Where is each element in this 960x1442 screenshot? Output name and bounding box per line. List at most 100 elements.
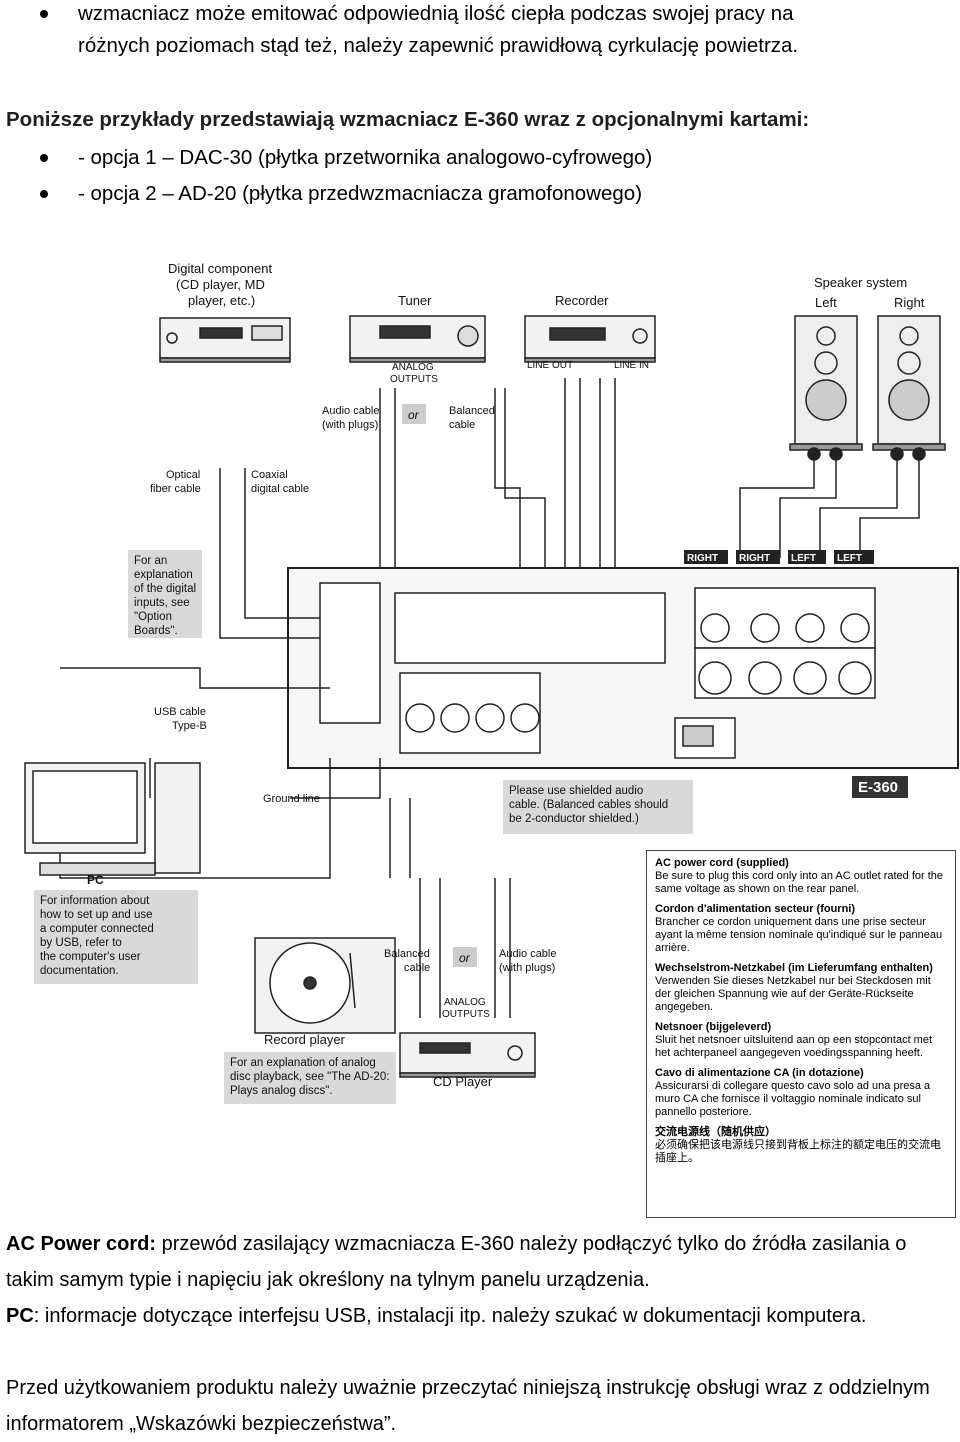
bullet-icon	[40, 10, 48, 18]
audio-cable-label: Audio cable	[322, 405, 380, 417]
option-boards-note: For an explanation of the digital inputs…	[128, 550, 202, 638]
audio-cable-2-label: (with plugs)	[499, 962, 555, 974]
tuner-label: Tuner	[398, 293, 432, 308]
note-line: documentation.	[40, 965, 119, 977]
note-line: For an explanation of analog	[230, 1057, 376, 1069]
e360-badge	[852, 776, 908, 798]
note-line: disc playback, see "The AD-20:	[230, 1071, 390, 1083]
legend-block-fr: Cordon d'alimentation secteur (fourni) B…	[655, 903, 947, 955]
usb-cable-label: USB cable	[154, 706, 206, 718]
speaker-right	[872, 315, 946, 451]
ground-line-label: Ground line	[263, 793, 320, 805]
balanced-cable-2-label: cable	[404, 962, 430, 974]
legend-heading: Wechselstrom-Netzkabel (im Lieferumfang …	[655, 962, 933, 974]
line-in-label: LINE IN	[614, 360, 649, 371]
pc-label-bold: PC	[6, 1305, 34, 1327]
note-line: how to set up and use	[40, 909, 153, 921]
pc-device	[24, 762, 201, 876]
digital-component-device	[159, 317, 291, 363]
legend-body: Be sure to plug this cord only into an A…	[655, 870, 944, 895]
bullet-icon	[40, 190, 48, 198]
coaxial-cable-label: digital cable	[251, 483, 309, 495]
terminal-label: LEFT	[837, 553, 862, 564]
option-1-text: - opcja 1 – DAC-30 (płytka przetwornika …	[78, 146, 653, 169]
speaker-system-label: Speaker system	[814, 275, 907, 290]
legend-heading: 交流电源线（随机供应）	[655, 1126, 776, 1138]
note-line: cable. (Balanced cables should	[509, 799, 669, 811]
e360-label: E-360	[858, 779, 898, 796]
note-line: Plays analog discs".	[230, 1085, 333, 1097]
audio-cable-2-label: Audio cable	[499, 948, 557, 960]
intro-heading: Poniższe przykłady przedstawiają wzmacni…	[6, 102, 809, 138]
amplifier-rear-panel	[287, 567, 959, 769]
analog-outputs-label: ANALOG	[392, 362, 434, 373]
legend-block-zh: 交流电源线（随机供应） 必须确保把该电源线只接到背板上标注的额定电压的交流电插座…	[655, 1126, 947, 1165]
final-text: Przed użytkowaniem produktu należy uważn…	[6, 1377, 930, 1435]
legend-body: Brancher ce cordon uniquement dans une p…	[655, 916, 943, 954]
legend-block-nl: Netsnoer (bijgeleverd) Sluit het netsnoe…	[655, 1021, 947, 1060]
balanced-cable-label: Balanced	[449, 405, 495, 417]
pc-label: PC	[87, 873, 104, 887]
note-line: Boards".	[134, 625, 178, 637]
digital-component-label: Digital component	[168, 261, 272, 276]
balanced-cable-label: cable	[449, 419, 475, 431]
pc-paragraph: PC: informacje dotyczące interfejsu USB,…	[6, 1298, 956, 1334]
recorder-device	[524, 315, 656, 363]
legend-body: 必须确保把该电源线只接到背板上标注的额定电压的交流电插座上。	[655, 1139, 941, 1164]
record-playback-note: For an explanation of analog disc playba…	[224, 1052, 396, 1104]
note-line: Please use shielded audio	[509, 785, 644, 797]
ac-power-legend: AC power cord (supplied) Be sure to plug…	[646, 850, 956, 1218]
analog-outputs-2-label: OUTPUTS	[442, 1009, 490, 1020]
line-out-label: LINE OUT	[527, 360, 573, 371]
terminal-label: RIGHT	[739, 553, 770, 564]
optical-cable-label: Optical	[166, 469, 200, 481]
usb-cable-label: Type-B	[172, 720, 207, 732]
bullet-icon	[40, 154, 48, 162]
optical-cable-label: fiber cable	[150, 483, 201, 495]
record-player-device	[254, 937, 396, 1034]
bullet-line-2: różnych poziomach stąd też, należy zapew…	[78, 34, 799, 57]
legend-body: Assicurarsi di collegare questo cavo sol…	[655, 1080, 931, 1118]
intro-text: Poniższe przykłady przedstawiają wzmacni…	[6, 108, 810, 131]
legend-heading: Netsnoer (bijgeleverd)	[655, 1021, 772, 1033]
ac-power-paragraph: AC Power cord: przewód zasilający wzmacn…	[6, 1226, 956, 1298]
legend-block-it: Cavo di alimentazione CA (in dotazione) …	[655, 1067, 947, 1119]
speaker-left	[789, 315, 863, 451]
tuner-device	[349, 315, 486, 363]
final-paragraph: Przed użytkowaniem produktu należy uważn…	[6, 1370, 956, 1442]
note-line: "Option	[134, 611, 172, 623]
analog-outputs-2-label: ANALOG	[444, 997, 486, 1008]
recorder-label: Recorder	[555, 293, 609, 308]
bullet-line-1: wzmacniacz może emitować odpowiednią ilo…	[78, 2, 794, 25]
legend-body: Verwenden Sie dieses Netzkabel nur bei S…	[655, 975, 931, 1013]
speaker-left-label: Left	[815, 295, 837, 310]
or-badge-2	[453, 947, 477, 967]
or-badge	[402, 404, 426, 424]
terminal-labels: RIGHT RIGHT LEFT LEFT	[684, 550, 874, 564]
cd-player-label: CD Player	[433, 1074, 493, 1089]
legend-body: Sluit het netsnoer uitsluitend aan op ee…	[655, 1034, 933, 1059]
analog-outputs-label: OUTPUTS	[390, 374, 438, 385]
record-player-label: Record player	[264, 1032, 346, 1047]
legend-block-en: AC power cord (supplied) Be sure to plug…	[655, 857, 947, 896]
pc-info-note: For information about how to set up and …	[34, 890, 198, 984]
speaker-right-label: Right	[894, 295, 925, 310]
connection-diagram: RIGHT RIGHT LEFT LEFT E-360 Digital comp…	[24, 261, 959, 1089]
note-line: explanation	[134, 569, 193, 581]
digital-component-label: player, etc.)	[188, 293, 255, 308]
note-line: by USB, refer to	[40, 937, 122, 949]
note-line: For an	[134, 555, 168, 567]
legend-heading: AC power cord (supplied)	[655, 857, 789, 869]
note-line: For information about	[40, 895, 150, 907]
or-label: or	[408, 408, 420, 422]
note-line: a computer connected	[40, 923, 154, 935]
note-line: the computer's user	[40, 951, 141, 963]
pc-text: : informacje dotyczące interfejsu USB, i…	[33, 1305, 867, 1327]
shielded-cable-note: Please use shielded audio cable. (Balanc…	[503, 780, 693, 834]
ac-power-text: przewód zasilający wzmacniacza E-360 nal…	[6, 1233, 907, 1291]
legend-heading: Cavo di alimentazione CA (in dotazione)	[655, 1067, 864, 1079]
cd-player-device	[399, 1032, 536, 1078]
note-line: be 2-conductor shielded.)	[509, 813, 639, 825]
or-label-2: or	[459, 951, 471, 965]
legend-block-de: Wechselstrom-Netzkabel (im Lieferumfang …	[655, 962, 947, 1014]
